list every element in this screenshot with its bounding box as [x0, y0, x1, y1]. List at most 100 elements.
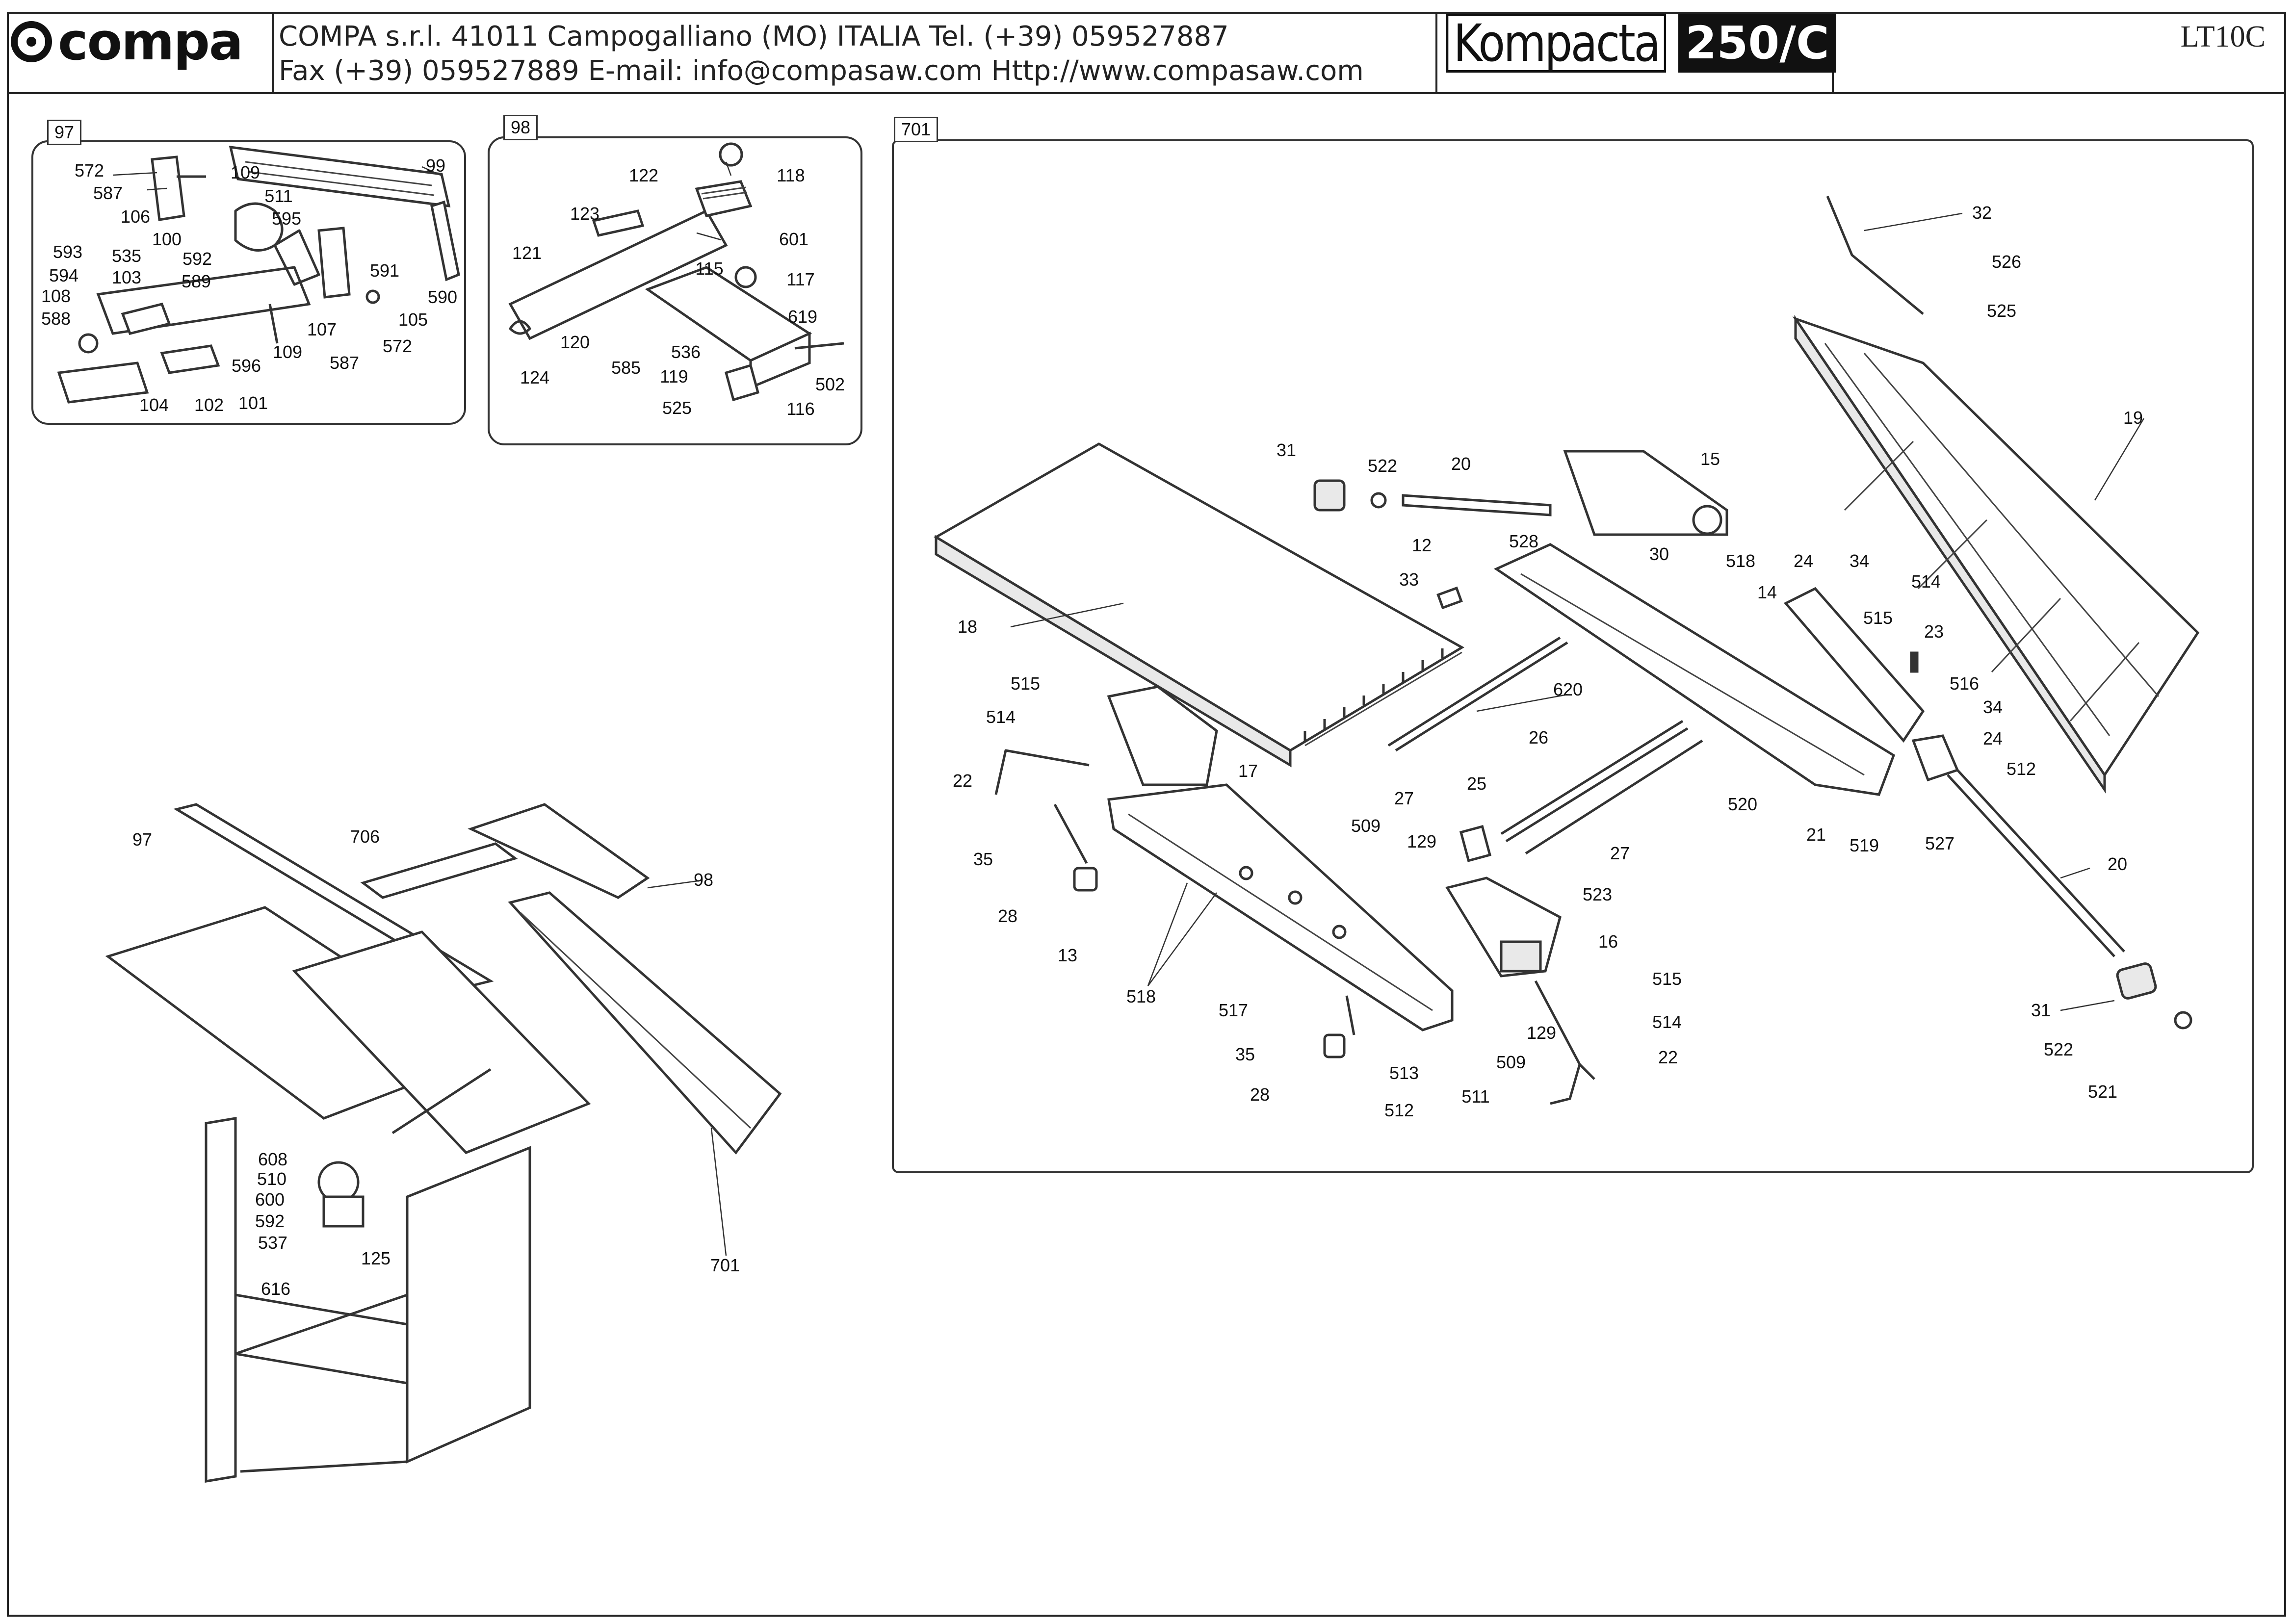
callout-label: 706	[350, 826, 380, 847]
product-brand: Kompacta	[1446, 14, 1667, 73]
callout-label: 608	[258, 1149, 288, 1169]
callout-label: 34	[1849, 551, 1870, 571]
callout-label: 527	[1925, 833, 1955, 853]
callout-label: 518	[1126, 986, 1156, 1006]
callout-label: 120	[560, 332, 590, 352]
callout-label: 109	[272, 342, 303, 362]
callout-label: 515	[1652, 969, 1682, 989]
callout-label: 32	[1972, 203, 1992, 223]
callout-label: 119	[660, 366, 688, 387]
callout-label: 510	[257, 1169, 287, 1189]
callout-label: 572	[74, 160, 104, 180]
table-teeth	[1303, 648, 1444, 741]
callout-label: 34	[1982, 697, 2003, 717]
callout-label: 129	[1526, 1023, 1557, 1043]
callout-label: 595	[271, 208, 302, 229]
header-divider	[272, 12, 274, 92]
callout-label: 572	[382, 336, 413, 356]
callout-label: 30	[1649, 544, 1669, 564]
callout-label: 519	[1849, 835, 1879, 855]
callout-label: 26	[1528, 727, 1549, 748]
callout-label: 525	[662, 398, 692, 418]
callout-label: 12	[1411, 535, 1432, 555]
panel-97	[31, 140, 466, 425]
callout-label: 588	[41, 309, 71, 329]
callout-label: 20	[1451, 454, 1471, 474]
callout-label: 616	[261, 1279, 291, 1299]
callout-label: 517	[1218, 1000, 1249, 1020]
panel-98	[488, 136, 862, 445]
callout-label: 522	[2043, 1039, 2074, 1059]
callout-label: 514	[1911, 571, 1941, 592]
header-divider	[1435, 12, 1437, 92]
callout-label: 24	[1793, 551, 1814, 571]
company-address: COMPA s.r.l. 41011 Campogalliano (MO) IT…	[279, 21, 1229, 52]
callout-label: 590	[427, 287, 458, 307]
callout-label: 22	[952, 771, 973, 791]
callout-label: 28	[1250, 1084, 1270, 1105]
callout-label: 522	[1367, 456, 1398, 476]
callout-label: 106	[120, 206, 151, 227]
callout-label: 21	[1806, 825, 1826, 845]
machine-assembly-art	[105, 803, 782, 1483]
planer-assembly-701-art	[934, 196, 2200, 1105]
callout-label: 98	[693, 870, 714, 890]
callout-label: 22	[1658, 1047, 1678, 1067]
callout-label: 620	[1553, 679, 1583, 699]
callout-label: 601	[779, 229, 809, 249]
callout-label: 24	[1982, 728, 2003, 748]
callout-label: 528	[1509, 531, 1539, 551]
callout-label: 509	[1496, 1052, 1526, 1072]
callout-label: 591	[369, 260, 400, 281]
callout-label: 124	[520, 367, 550, 387]
panel-701	[892, 139, 2254, 1173]
company-contacts: Fax (+39) 059527889 E-mail: info@compasa…	[279, 55, 1364, 87]
callout-label: 596	[231, 356, 261, 376]
callout-label: 526	[1991, 252, 2022, 272]
callout-label: 121	[512, 243, 542, 263]
callout-label: 101	[238, 393, 268, 413]
callout-label: 587	[93, 183, 123, 203]
callout-label: 99	[425, 155, 446, 176]
panel-tag-98: 98	[503, 115, 538, 140]
callout-label: 520	[1727, 794, 1758, 814]
callout-label: 15	[1700, 449, 1720, 469]
callout-label: 27	[1394, 788, 1414, 808]
overarm-assembly-98-art	[508, 142, 844, 402]
callout-label: 28	[997, 906, 1018, 926]
callout-label: 16	[1598, 931, 1618, 952]
callout-label: 521	[2087, 1082, 2118, 1102]
callout-label: 33	[1399, 569, 1419, 590]
callout-label: 118	[777, 165, 805, 185]
panel-tag-97: 97	[47, 120, 82, 145]
callout-label: 23	[1924, 621, 1944, 642]
callout-label: 592	[255, 1211, 285, 1231]
logo-text: compa	[58, 12, 243, 72]
callout-label: 512	[1384, 1100, 1414, 1120]
callout-label: 536	[671, 342, 701, 362]
callout-label: 108	[41, 286, 71, 306]
callout-label: 511	[1461, 1086, 1490, 1107]
callout-label: 35	[1235, 1044, 1255, 1064]
drawing-code: LT10C	[2180, 20, 2266, 53]
product-model: 250/C	[1678, 14, 1836, 73]
callout-label: 515	[1010, 673, 1041, 694]
callout-label: 27	[1610, 843, 1630, 863]
callout-label: 514	[1652, 1012, 1682, 1032]
callout-label: 20	[2107, 854, 2128, 874]
callout-label: 125	[361, 1248, 391, 1268]
compa-logo: compa	[11, 16, 243, 67]
callout-label: 513	[1389, 1063, 1419, 1083]
callout-label: 123	[570, 204, 600, 224]
callout-label: 103	[111, 267, 142, 287]
callout-label: 512	[2006, 759, 2036, 779]
callout-label: 525	[1986, 301, 2017, 321]
callout-label: 509	[1351, 816, 1381, 836]
callout-label: 600	[255, 1189, 285, 1210]
callout-label: 31	[1276, 440, 1297, 460]
callout-label: 589	[181, 271, 211, 291]
callout-label: 523	[1582, 884, 1613, 904]
callout-label: 537	[258, 1233, 288, 1253]
callout-label: 518	[1725, 551, 1756, 571]
